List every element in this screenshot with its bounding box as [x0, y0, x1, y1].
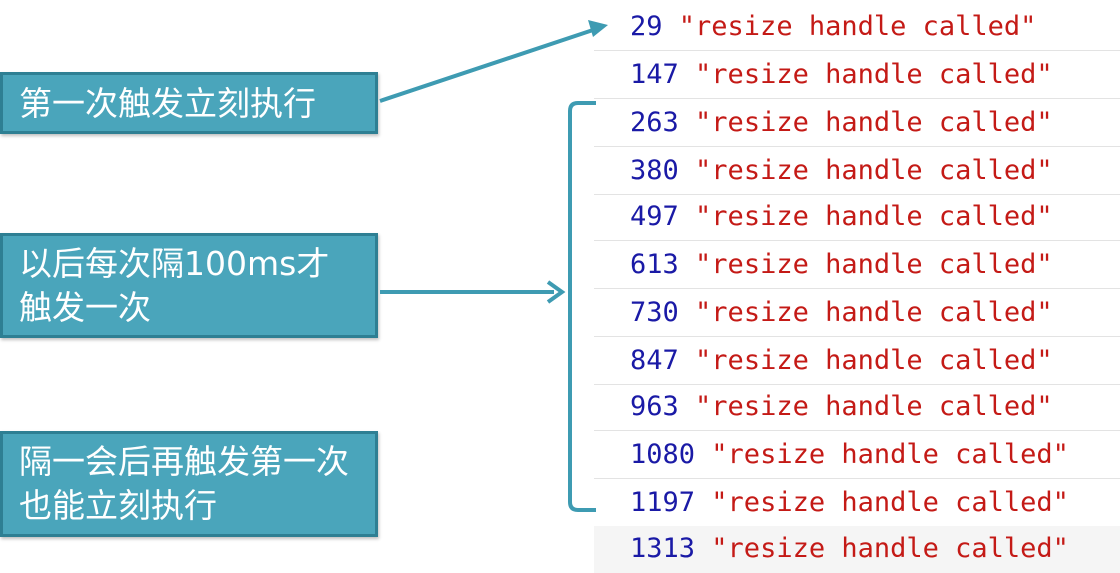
log-row: 497 "resize handle called": [594, 194, 1120, 241]
log-row: 847 "resize handle called": [594, 338, 1120, 385]
log-time: 29: [630, 11, 663, 42]
console-log-panel: 29 "resize handle called" 147 "resize ha…: [594, 0, 1120, 573]
callout-throttle-interval-text: 以后每次隔100ms才触发一次: [19, 244, 330, 327]
callout-first-trigger-text: 第一次触发立刻执行: [19, 84, 316, 123]
log-message: "resize handle called": [695, 155, 1053, 186]
log-row: 613 "resize handle called": [594, 242, 1120, 289]
log-message: "resize handle called": [695, 297, 1053, 328]
log-time: 1080: [630, 439, 696, 470]
log-row: 380 "resize handle called": [594, 148, 1120, 195]
log-row: 1080 "resize handle called": [594, 432, 1120, 479]
log-message: "resize handle called": [711, 487, 1069, 518]
log-message: "resize handle called": [695, 345, 1053, 376]
log-time: 380: [630, 155, 679, 186]
log-message: "resize handle called": [678, 11, 1037, 42]
bracket-interval-group: [568, 101, 596, 512]
log-row: 730 "resize handle called": [594, 290, 1120, 337]
log-time: 1197: [630, 487, 696, 518]
log-time: 497: [630, 201, 679, 232]
log-time: 263: [630, 107, 679, 138]
log-row: 1313 "resize handle called": [594, 526, 1120, 573]
log-time: 963: [630, 391, 679, 422]
log-row: 263 "resize handle called": [594, 100, 1120, 147]
log-row: 29 "resize handle called": [594, 4, 1120, 51]
callout-later-trigger: 隔一会后再触发第一次也能立刻执行: [0, 431, 378, 537]
log-row: 1197 "resize handle called": [594, 480, 1120, 527]
callout-later-trigger-text: 隔一会后再触发第一次也能立刻执行: [19, 442, 349, 525]
log-message: "resize handle called": [695, 391, 1053, 422]
log-message: "resize handle called": [695, 107, 1053, 138]
log-message: "resize handle called": [695, 59, 1053, 90]
log-time: 730: [630, 297, 679, 328]
callout-first-trigger: 第一次触发立刻执行: [0, 72, 378, 134]
callout-throttle-interval: 以后每次隔100ms才触发一次: [0, 233, 378, 338]
log-time: 613: [630, 249, 679, 280]
log-message: "resize handle called": [695, 249, 1053, 280]
log-row: 147 "resize handle called": [594, 52, 1120, 99]
log-time: 1313: [630, 533, 696, 564]
log-time: 147: [630, 59, 679, 90]
log-message: "resize handle called": [695, 201, 1053, 232]
log-row: 963 "resize handle called": [594, 384, 1120, 431]
log-message: "resize handle called": [711, 439, 1069, 470]
log-time: 847: [630, 345, 679, 376]
log-message: "resize handle called": [711, 533, 1069, 564]
chevron-arrow-icon: [546, 280, 566, 304]
arrow-to-first-log: [379, 27, 597, 103]
